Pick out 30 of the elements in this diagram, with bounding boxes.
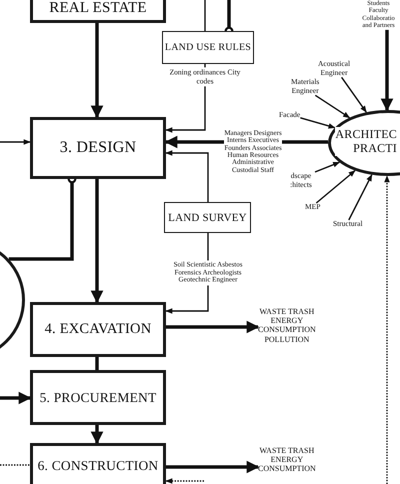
connector-line (95, 357, 99, 370)
arrow (314, 162, 340, 173)
arrow (341, 76, 367, 113)
survey-box: LAND SURVEY (164, 202, 251, 233)
stage-box: 6. CONSTRUCTION (30, 443, 166, 484)
arrow (90, 23, 104, 118)
impact-list: WASTE TRASH ENERGY CONSUMPTION (258, 446, 316, 474)
rules-box: LAND USE RULES (162, 31, 254, 64)
arrow (90, 425, 104, 444)
arrow (0, 392, 32, 404)
arrow (0, 139, 31, 145)
stage-box: REAL ESTATE (30, 0, 166, 23)
stage-box: 3. DESIGN (30, 117, 166, 179)
arrow (314, 94, 350, 118)
ellipse-label: ARCHITEC PRACTI (335, 127, 397, 156)
arrow (166, 320, 260, 334)
arrow (348, 174, 372, 220)
arrow (316, 170, 356, 204)
arrow (166, 460, 260, 474)
stage-box: 5. PROCUREMENT (30, 370, 166, 425)
arrow (165, 150, 209, 202)
arrow (384, 175, 390, 484)
connector-line (0, 464, 30, 466)
stage-box: 4. EXCAVATION (30, 302, 166, 357)
arrow (165, 478, 204, 484)
impact-list: WASTE TRASH ENERGY CONSUMPTION POLLUTION (258, 307, 316, 344)
connector-line (204, 0, 206, 31)
arrow (300, 117, 336, 129)
arrow (380, 30, 394, 112)
arrow (90, 179, 104, 304)
